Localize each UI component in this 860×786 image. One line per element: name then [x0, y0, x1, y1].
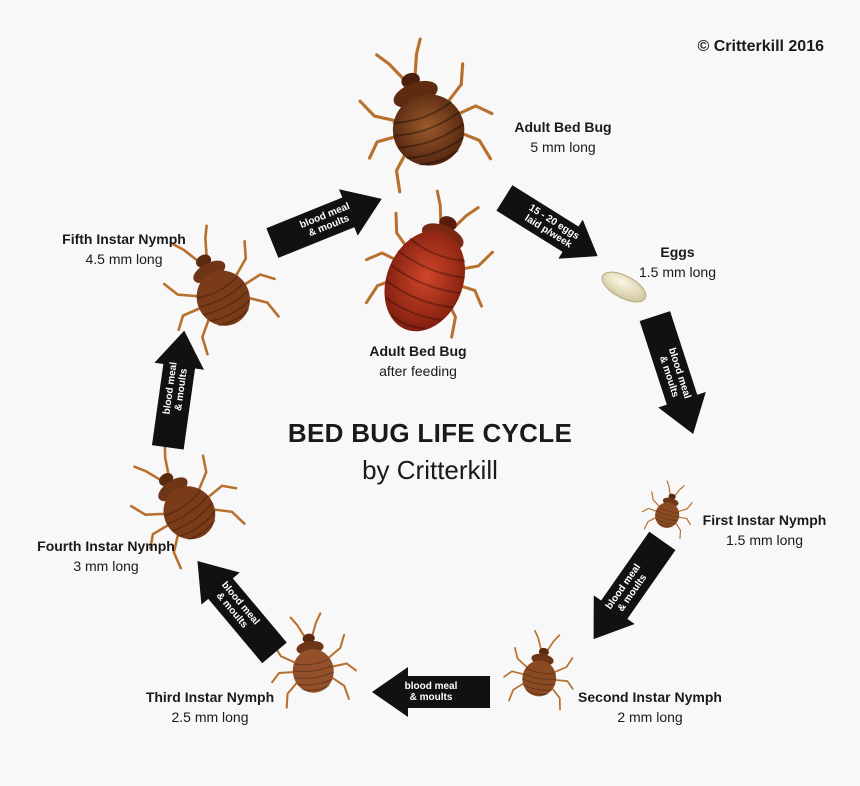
title-subtitle: by Critterkill: [250, 455, 610, 486]
arrow-moult-second-to-third: blood meal & moults: [372, 667, 490, 717]
stage-label-fourth: Fourth Instar Nymph 3 mm long: [26, 536, 186, 576]
copyright-notice: © Critterkill 2016: [697, 38, 824, 56]
title-main: BED BUG LIFE CYCLE: [250, 418, 610, 449]
diagram-title: BED BUG LIFE CYCLE by Critterkill: [250, 418, 610, 486]
stage-label-second: Second Instar Nymph 2 mm long: [570, 687, 730, 727]
adult-bed-bug-icon: [345, 40, 505, 190]
arrow-moult-eggs-to-first: blood meal & moults: [631, 308, 717, 441]
arrow-moult-first-to-second: blood meal & moults: [573, 527, 683, 654]
stage-label-eggs: Eggs 1.5 mm long: [630, 242, 725, 282]
stage-label-first: First Instar Nymph 1.5 mm long: [692, 510, 837, 550]
stage-label-adult-fed: Adult Bed Bug after feeding: [358, 341, 478, 381]
stage-label-adult: Adult Bed Bug 5 mm long: [508, 117, 618, 157]
stage-label-fifth: Fifth Instar Nymph 4.5 mm long: [50, 229, 198, 269]
stage-label-third: Third Instar Nymph 2.5 mm long: [136, 687, 284, 727]
